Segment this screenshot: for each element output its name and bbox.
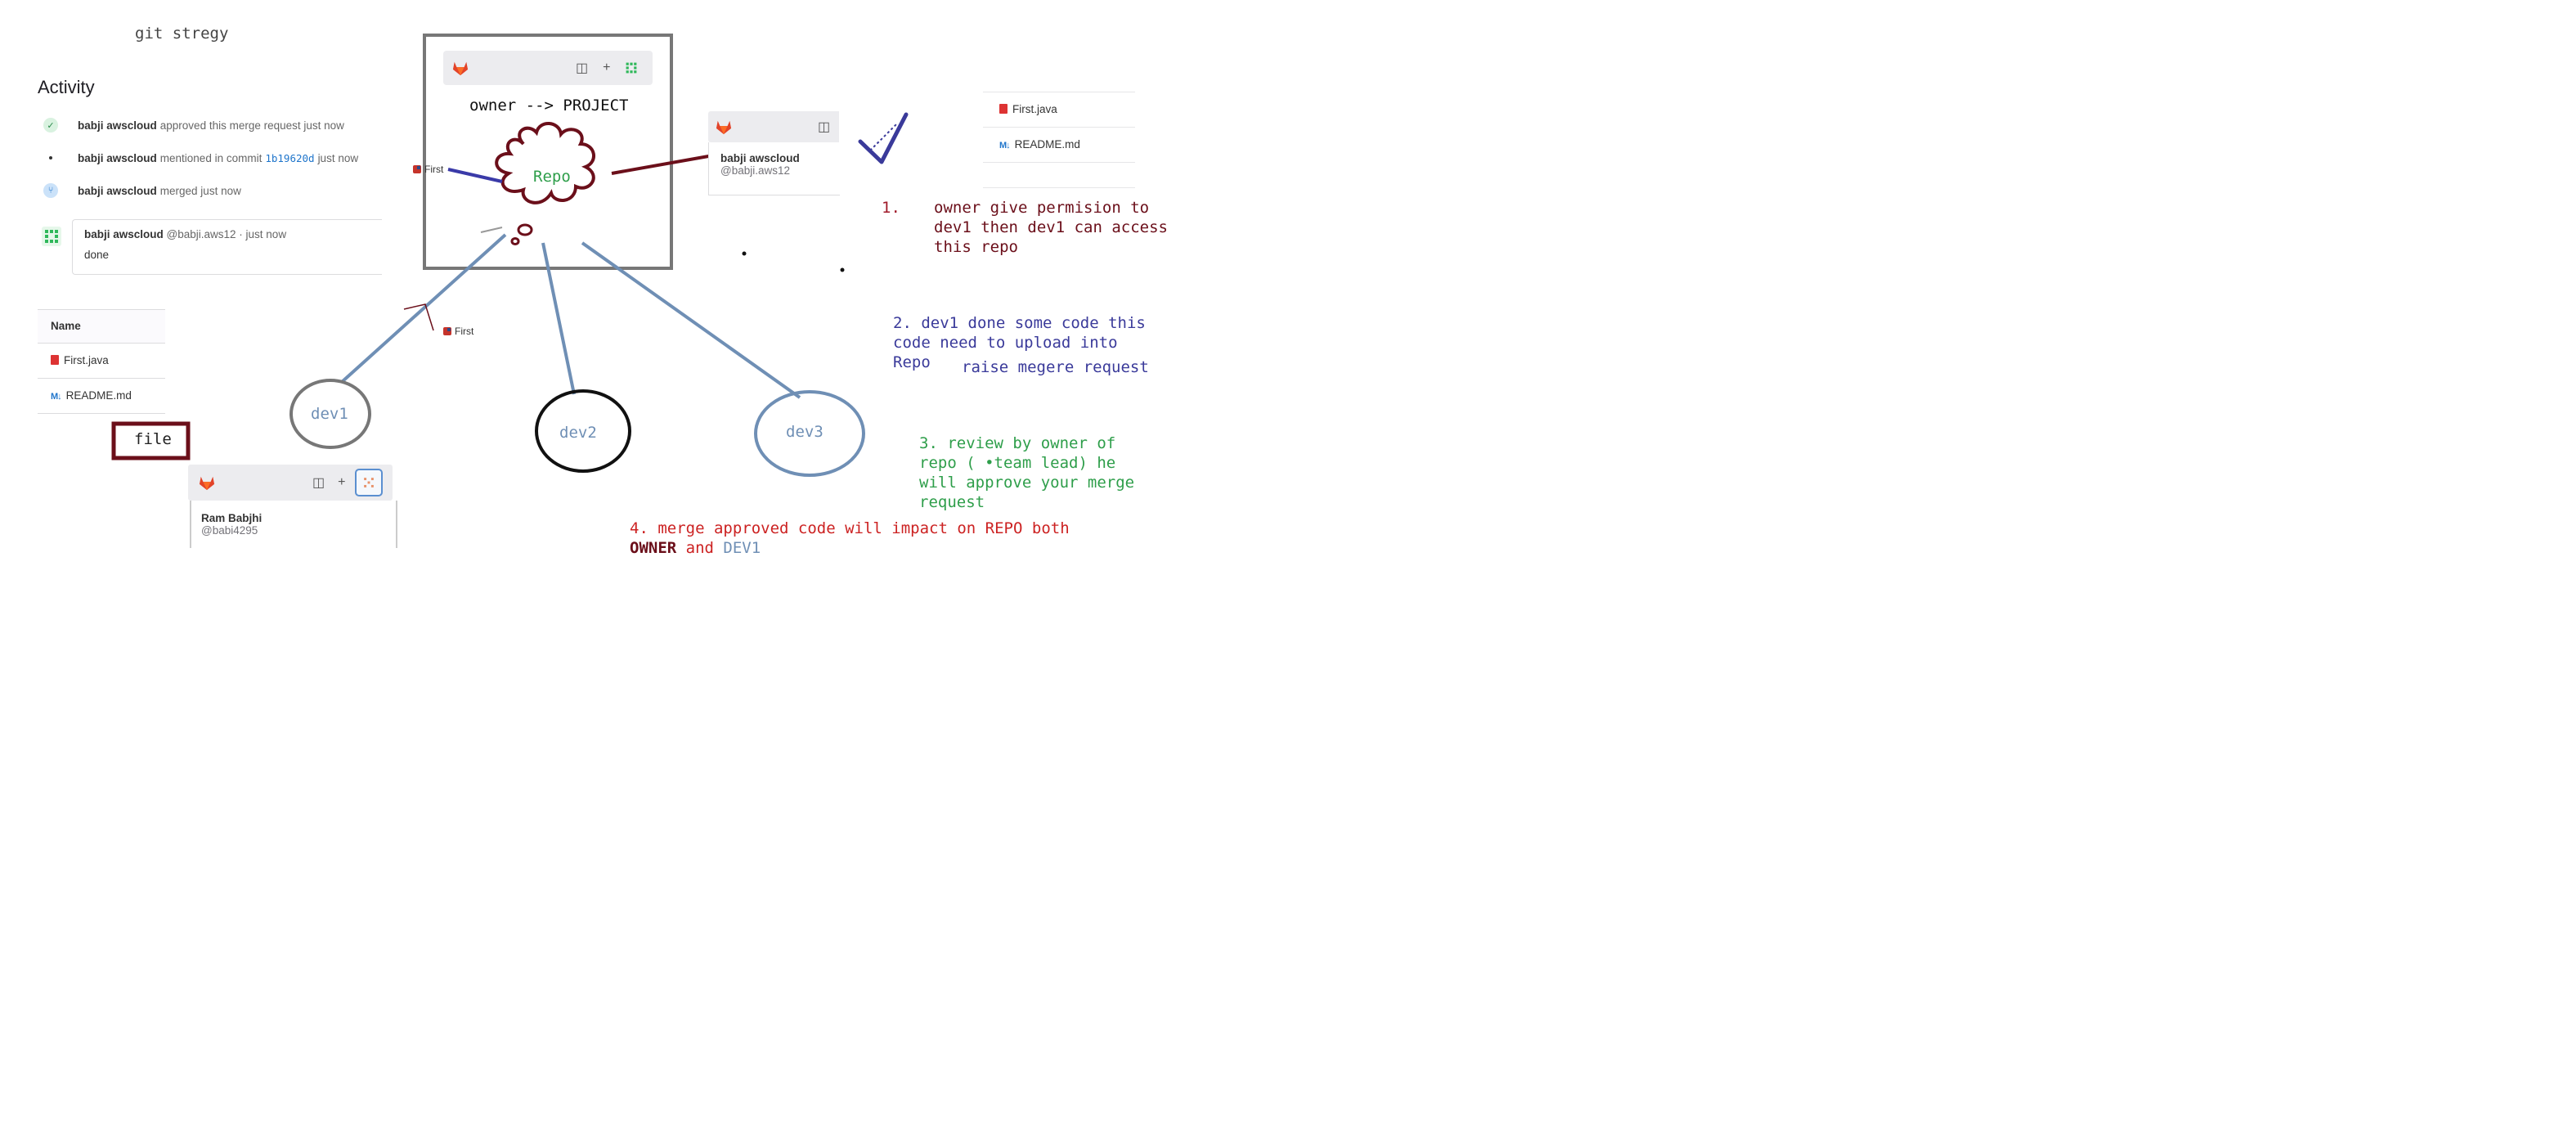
dot xyxy=(840,267,845,272)
intellij-icon xyxy=(413,165,421,173)
file-name: README.md xyxy=(65,389,132,402)
markdown-file-icon: M↓ xyxy=(51,392,62,402)
repo-label: Repo xyxy=(533,168,571,186)
comment-author[interactable]: babji awscloud xyxy=(84,228,164,240)
note-2-extra: raise megere request xyxy=(962,358,1149,376)
dev2-circle[interactable] xyxy=(535,389,631,473)
comment-meta: @babji.aws12 · just now xyxy=(166,228,287,240)
dev1-label: dev1 xyxy=(311,405,348,423)
merge-icon: ⑂ xyxy=(43,183,58,198)
file-row[interactable]: First.java xyxy=(38,344,165,379)
dot xyxy=(742,251,747,256)
note-2-text: 2. dev1 done some code this code need to… xyxy=(893,314,1146,371)
note-4-line1: 4. merge approved code will impact on RE… xyxy=(630,519,1070,537)
plus-icon[interactable]: + xyxy=(603,61,611,74)
activity-title: Activity xyxy=(38,77,95,97)
dev2-label: dev2 xyxy=(559,424,597,442)
file-row[interactable]: M↓README.md xyxy=(38,379,165,414)
comment-header: babji awscloud @babji.aws12 · just now xyxy=(73,220,382,240)
comment-card[interactable]: babji awscloud @babji.aws12 · just now d… xyxy=(72,219,382,275)
avatar-icon xyxy=(364,478,375,487)
activity-time: just now xyxy=(317,151,359,164)
plus-icon[interactable]: + xyxy=(338,475,346,489)
first-badge[interactable]: First xyxy=(413,164,443,175)
file-row-empty xyxy=(983,163,1135,188)
sidebar-toggle-icon[interactable]: ◫ xyxy=(576,61,589,75)
pen-stroke-small xyxy=(403,303,434,331)
file-box-label: file xyxy=(134,430,172,448)
gitlab-logo-icon[interactable] xyxy=(715,119,733,135)
dev1-circle[interactable] xyxy=(289,379,371,449)
user-name: Ram Babjhi xyxy=(201,512,263,524)
markdown-file-icon: M↓ xyxy=(999,141,1011,150)
file-row[interactable]: M↓README.md xyxy=(983,128,1135,163)
gitlab-logo-icon[interactable] xyxy=(198,474,216,491)
gitlab-top-bar-owner: ◫ xyxy=(708,111,839,142)
activity-user[interactable]: babji awscloud xyxy=(78,119,157,132)
check-icon-shadow xyxy=(869,124,897,151)
repo-cloud-tail-2 xyxy=(510,237,520,245)
activity-user[interactable]: babji awscloud xyxy=(78,151,157,164)
avatar[interactable] xyxy=(39,224,64,249)
commit-link[interactable]: 1b19620d xyxy=(265,151,315,164)
page-title: git stregy xyxy=(135,25,229,43)
dev-user-card[interactable]: Ram Babjhi @babi4295 xyxy=(190,501,397,548)
note-4-line2: OWNER and DEV1 xyxy=(630,538,761,558)
user-handle: @babji.aws12 xyxy=(720,164,791,177)
check-icon xyxy=(858,112,909,164)
badge-label: First xyxy=(455,326,474,337)
gitlab-top-bar-dev: ◫ + xyxy=(188,465,393,501)
comment-body: done xyxy=(84,249,110,261)
note-4-owner: OWNER xyxy=(630,539,677,557)
file-table-header[interactable]: Name xyxy=(38,310,165,344)
intellij-icon xyxy=(443,327,451,335)
note-3-text: 3. review by owner of repo ( •team lead)… xyxy=(919,434,1135,511)
activity-item-merged: ⑂ babji awscloud merged just now xyxy=(43,183,241,198)
file-box[interactable] xyxy=(111,421,191,460)
activity-user[interactable]: babji awscloud xyxy=(78,184,157,197)
owner-user-card[interactable]: babji awscloud @babji.aws12 xyxy=(708,142,840,195)
gitlab-logo-icon[interactable] xyxy=(451,60,469,76)
connector-first-repo[interactable] xyxy=(447,168,503,183)
java-file-icon xyxy=(51,355,59,365)
connector-repo-owner[interactable] xyxy=(611,154,714,175)
dev3-circle[interactable] xyxy=(754,390,865,477)
file-list-right: First.java M↓README.md xyxy=(983,92,1135,188)
file-name: README.md xyxy=(1014,138,1080,150)
note-4-dev1: DEV1 xyxy=(723,539,761,557)
user-name: babji awscloud xyxy=(720,152,800,164)
project-title: owner --> PROJECT xyxy=(469,97,629,115)
file-row[interactable]: First.java xyxy=(983,92,1135,128)
activity-item-commit: babji awscloud mentioned in commit 1b196… xyxy=(43,150,358,165)
pen-stroke xyxy=(480,227,503,233)
file-table: Name First.java M↓README.md xyxy=(38,309,165,414)
java-file-icon xyxy=(999,104,1008,114)
activity-text: approved this merge request just now xyxy=(159,119,344,132)
user-avatar-icon[interactable] xyxy=(622,58,641,78)
note-4-and: and xyxy=(676,539,724,557)
sidebar-toggle-icon[interactable]: ◫ xyxy=(312,476,325,490)
user-avatar-button[interactable] xyxy=(355,469,384,496)
first-badge[interactable]: First xyxy=(443,326,473,337)
connector-repo-dev2[interactable] xyxy=(541,242,576,395)
connector-repo-dev3[interactable] xyxy=(581,241,801,399)
approved-check-icon: ✓ xyxy=(43,118,58,133)
badge-label: First xyxy=(424,164,444,175)
commit-dot-icon xyxy=(43,150,58,165)
user-handle: @babi4295 xyxy=(201,524,258,537)
activity-item-approved: ✓ babji awscloud approved this merge req… xyxy=(43,118,344,133)
repo-cloud-tail-1 xyxy=(517,223,533,236)
gitlab-top-bar: ◫ + xyxy=(443,51,653,85)
connector-repo-dev1[interactable] xyxy=(340,233,507,384)
note-1-number: 1. xyxy=(882,199,900,217)
note-1-text: owner give permision to dev1 then dev1 c… xyxy=(934,199,1168,256)
repo-cloud[interactable] xyxy=(495,122,595,204)
activity-text: mentioned in commit xyxy=(159,151,263,164)
activity-text: merged just now xyxy=(159,184,241,197)
file-name: First.java xyxy=(1012,103,1057,115)
file-name: First.java xyxy=(64,354,109,366)
dev3-label: dev3 xyxy=(786,423,824,441)
sidebar-toggle-icon[interactable]: ◫ xyxy=(818,120,831,134)
